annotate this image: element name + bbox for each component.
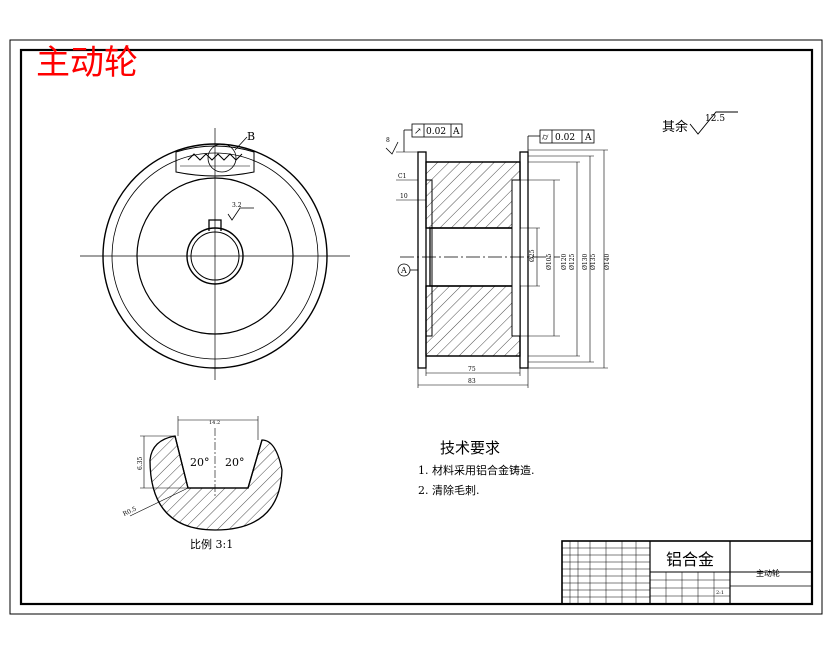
detail-angle-right: 20°: [225, 456, 245, 469]
datum-a-label: A: [400, 266, 407, 275]
tech-item-2: 2. 清除毛刺.: [418, 483, 480, 497]
gdt-frame-left: ↗ 0.02 A: [411, 123, 463, 138]
outer-border: [9, 39, 823, 615]
gdt-left-symbol: ↗: [414, 127, 422, 137]
tech-heading: 技术要求: [440, 439, 500, 457]
titleblock-material: 铝合金: [666, 550, 714, 569]
detail-view: [129, 416, 283, 531]
gdt-left-tol: 0.02: [426, 127, 446, 137]
dim-left-mid: 10: [400, 193, 408, 200]
detail-radius: R0.5: [122, 505, 138, 517]
roughness-others: 其余 12.5: [662, 111, 738, 135]
detail-top-width: 14.2: [209, 420, 220, 426]
front-view: [80, 128, 350, 380]
detail-angle-left: 20°: [190, 456, 210, 469]
dim-bore: Ø25: [529, 249, 536, 262]
detail-scale-label: 比例 3:1: [190, 537, 233, 551]
gdt-frame-right: ⌭ 0.02 A: [539, 129, 595, 144]
titleblock-part-name: 主动轮: [756, 568, 780, 578]
detail-depth: 6.35: [137, 456, 144, 470]
tech-item-1: 1. 材料采用铝合金铸造.: [418, 463, 535, 477]
dim-v5: Ø140: [604, 253, 611, 270]
dim-bottom-inner: 75: [468, 366, 476, 373]
dim-v2: Ø125: [569, 253, 576, 270]
roughness-others-prefix: 其余: [662, 119, 688, 135]
detail-label-b: B: [247, 130, 255, 143]
section-view: [385, 129, 608, 388]
inner-frame: [19, 48, 814, 606]
teeth: [187, 153, 243, 161]
dim-v3: Ø130: [582, 253, 589, 270]
title-block: [561, 540, 813, 605]
dim-left-top: 8: [386, 137, 390, 144]
dim-v1: Ø120: [561, 253, 568, 270]
dim-bottom-outer: 83: [468, 378, 476, 385]
gdt-left-datum: A: [452, 127, 460, 137]
dim-left-chamfer: C1: [398, 173, 406, 180]
gdt-right-tol: 0.02: [555, 133, 575, 143]
title-stamp: 主动轮: [36, 43, 138, 83]
roughness-keyway: 3.2: [232, 202, 242, 209]
dim-v4: Ø135: [590, 253, 597, 270]
gdt-right-datum: A: [584, 133, 592, 143]
titleblock-scale: 2:1: [716, 590, 724, 596]
roughness-others-value: 12.5: [705, 114, 725, 124]
gdt-right-symbol: ⌭: [542, 133, 549, 143]
dim-hub: Ø105: [546, 253, 553, 270]
